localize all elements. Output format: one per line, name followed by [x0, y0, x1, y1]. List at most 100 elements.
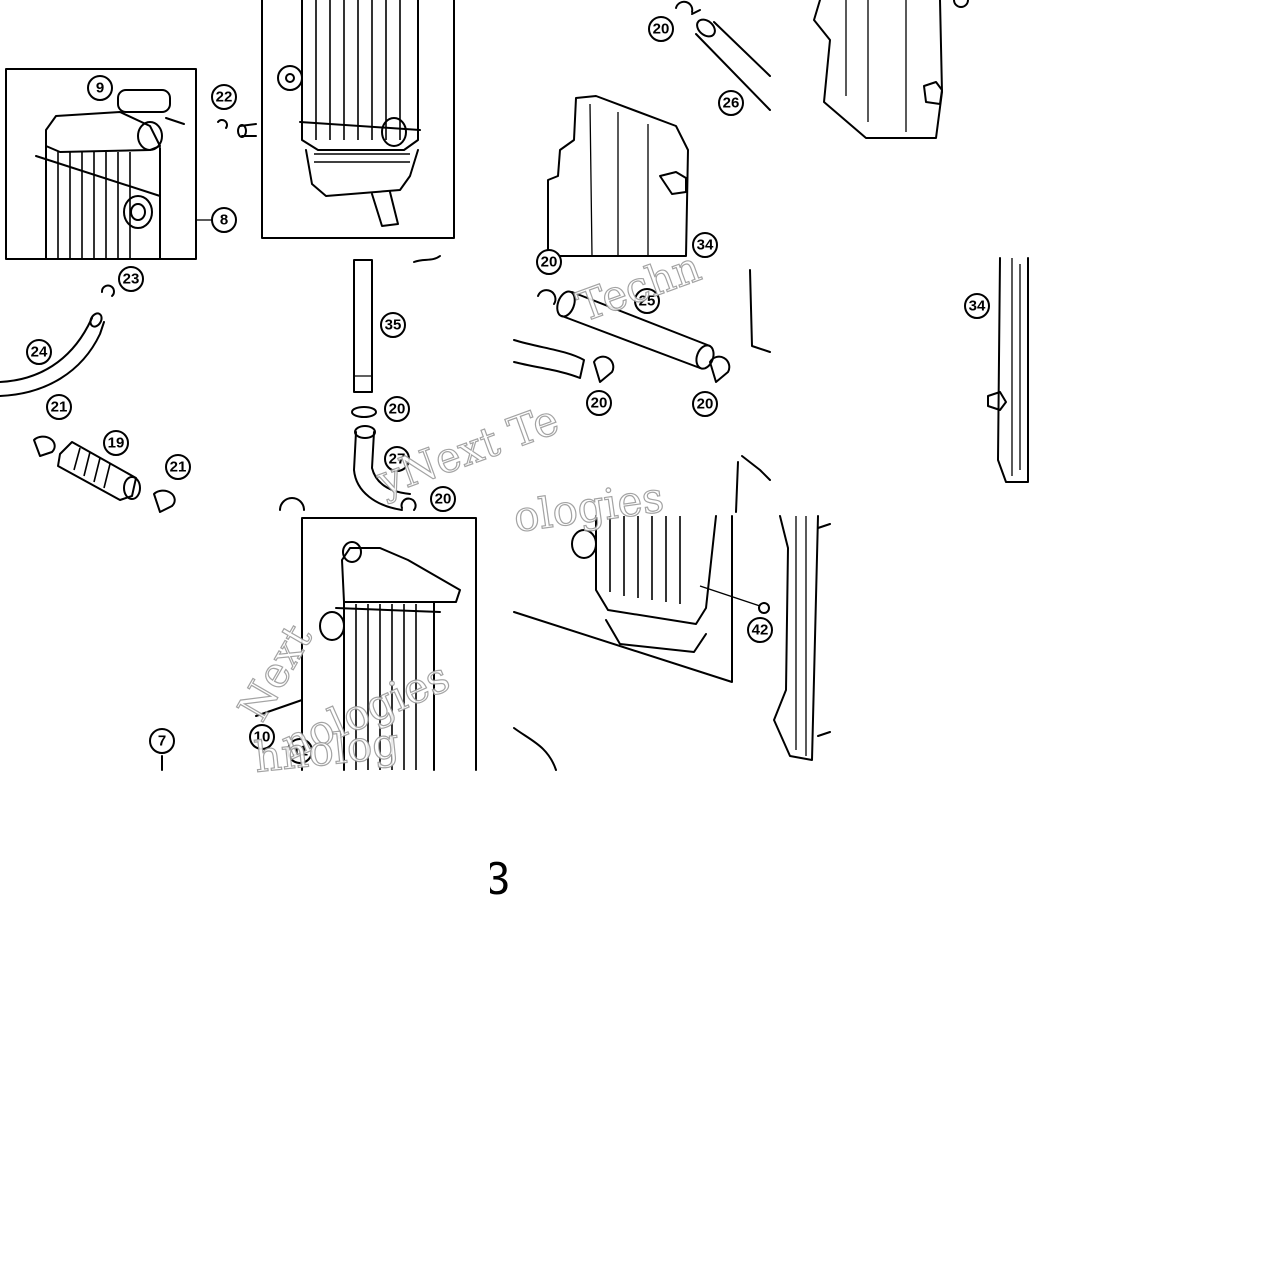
clamp-20-mid — [593, 355, 615, 383]
svg-text:20: 20 — [697, 396, 714, 413]
side-shroud-ribs — [1011, 258, 1021, 476]
watermark-4: ologies — [511, 472, 667, 542]
svg-text:21: 21 — [51, 399, 68, 416]
radiator-core-outline — [301, 0, 419, 151]
shroud-right-ribs — [845, 0, 907, 132]
shroud-edge — [735, 455, 771, 513]
svg-text:11: 11 — [292, 743, 308, 760]
svg-text:20: 20 — [389, 401, 406, 418]
svg-text:24: 24 — [31, 344, 48, 361]
inset-frame-right-radiator — [261, 0, 455, 239]
hose-27 — [353, 431, 411, 511]
leader-10 — [255, 699, 303, 717]
mounting-strap-right — [299, 121, 421, 131]
lower-outlet-pipe — [371, 191, 399, 227]
lower-part-edge — [513, 727, 557, 771]
hose-24-end — [89, 312, 103, 328]
svg-text:20: 20 — [435, 491, 452, 508]
callout-11: 11 — [287, 738, 313, 764]
svg-text:34: 34 — [969, 298, 986, 315]
svg-text:22: 22 — [216, 89, 233, 106]
hose-24 — [0, 317, 105, 397]
inset-frame-bottom — [513, 515, 733, 683]
side-shroud-34 — [997, 257, 1029, 483]
overflow-nipple — [165, 117, 185, 125]
shroud-ribs — [589, 103, 649, 257]
hose-26 — [695, 21, 771, 111]
small-hose-end — [237, 124, 247, 138]
small-clamp-22 — [217, 119, 228, 129]
fitting-outlet — [123, 476, 141, 500]
partial-callout-top — [953, 0, 969, 8]
partial-callout-lower — [279, 497, 305, 511]
hose-25 — [561, 291, 711, 369]
clamp-20-right — [709, 355, 731, 383]
hose-26-end — [696, 18, 716, 38]
side-shroud-long — [773, 515, 819, 761]
callout-34-top: 34 — [692, 232, 718, 258]
lower-radiator-strap — [335, 607, 441, 613]
side-shroud-long-tabs — [817, 523, 831, 737]
callout-10: 10 — [249, 724, 275, 750]
hose-partial — [513, 339, 585, 379]
svg-text:20: 20 — [591, 395, 608, 412]
clamp-21-right — [153, 489, 176, 513]
callout-42: 42 — [747, 617, 773, 643]
radiator-bottom-core — [595, 515, 717, 625]
clamp-20-lower — [400, 497, 417, 511]
svg-text:8: 8 — [220, 212, 228, 229]
callout-8: 8 — [211, 207, 237, 233]
callout-21-right: 21 — [165, 454, 191, 480]
callout-35: 35 — [380, 312, 406, 338]
stray-glyph-clip: 3 — [484, 852, 510, 904]
callout-22: 22 — [211, 84, 237, 110]
stray-glyph: 3 — [484, 852, 510, 904]
filler-neck — [137, 121, 163, 151]
callout-20-mid: 20 — [586, 390, 612, 416]
clamp-23 — [101, 284, 115, 297]
callout-20-upper-left: 20 — [536, 249, 562, 275]
callout-26: 26 — [718, 90, 744, 116]
clamp-20-top — [675, 0, 701, 15]
hose-27-end — [354, 425, 376, 439]
radiator-bottom-tank — [605, 619, 707, 653]
svg-text:35: 35 — [385, 317, 402, 334]
lower-radiator-fitting — [319, 611, 345, 641]
callout-20-right: 20 — [692, 391, 718, 417]
pipe-35 — [353, 259, 373, 393]
radiator-bottom-fitting — [571, 529, 597, 559]
pipe-tile — [351, 255, 441, 511]
hose-outlet — [123, 195, 153, 229]
lower-radiator-tile — [255, 497, 477, 771]
callout-24: 24 — [26, 339, 52, 365]
upper-hose-tile — [513, 269, 771, 513]
callout-20-top: 20 — [648, 16, 674, 42]
radiator-tank — [45, 111, 161, 153]
svg-text:20: 20 — [541, 254, 558, 271]
shroud-right-grommet — [923, 81, 943, 105]
radiator-fins-right — [315, 0, 401, 140]
svg-text:19: 19 — [108, 435, 125, 452]
right-radiator-tile — [261, 0, 455, 239]
svg-text:20: 20 — [653, 21, 670, 38]
svg-text:7: 7 — [158, 733, 166, 750]
hose-25-end-left — [556, 290, 576, 318]
callout-25: 25 — [634, 288, 660, 314]
hose-outlet-inner — [130, 203, 146, 221]
leader-42 — [699, 585, 761, 607]
radiator-fins — [57, 152, 131, 258]
watermark-6: hnolog — [252, 718, 401, 782]
svg-text:9: 9 — [96, 80, 104, 97]
lower-tank-ribs — [314, 153, 410, 163]
radiator-core-sides — [45, 145, 161, 259]
thermostat-fitting-19 — [57, 441, 137, 501]
lower-radiator-fins — [355, 604, 417, 770]
clamp-20-pipe — [351, 406, 377, 418]
inset-frame-lower-radiator — [301, 517, 477, 771]
radiator-bottom-tile — [513, 515, 770, 771]
svg-text:27: 27 — [389, 451, 406, 468]
side-shroud-long-tile — [773, 515, 831, 761]
clamp-21-left — [33, 435, 56, 457]
